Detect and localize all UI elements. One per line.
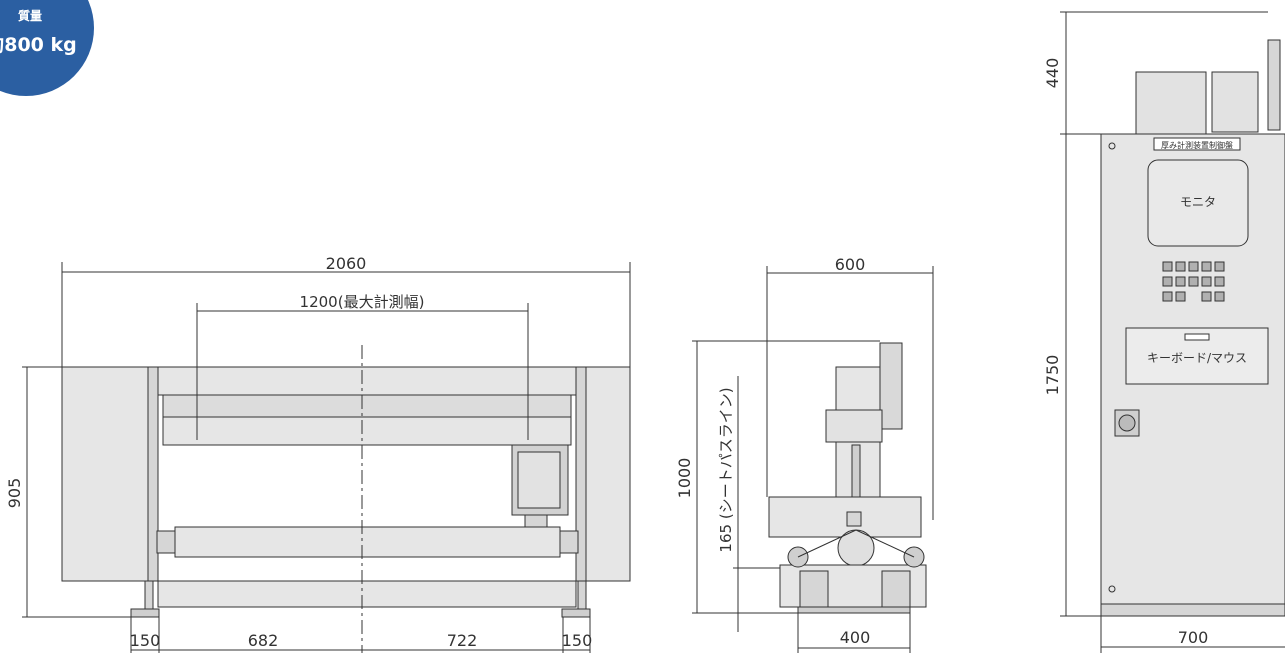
front-left-frame	[61, 366, 149, 582]
control-cabinet	[1100, 39, 1285, 617]
side-table	[768, 496, 922, 538]
weight-value: 約800 kg	[0, 34, 77, 56]
dim-side-top-width: 600	[835, 255, 866, 274]
keyboard-label: キーボード/マウス	[1147, 351, 1247, 365]
front-upper-beam	[157, 366, 577, 396]
monitor-label: モニタ	[1180, 195, 1216, 209]
cabinet-top-box	[1135, 71, 1207, 135]
signal-tower	[1267, 39, 1281, 131]
side-sensor	[879, 342, 903, 430]
dim-side-height: 1000	[675, 458, 694, 499]
dim-right-end: 150	[562, 631, 593, 650]
dim-passline: 165 (シートパスライン)	[717, 387, 735, 552]
monitor-frame	[1147, 159, 1249, 247]
weight-badge: 質量 約800 kg	[0, 0, 94, 96]
dim-side-base-width: 400	[840, 628, 871, 647]
dim-total-width: 2060	[326, 254, 367, 273]
dim-cabinet-width: 700	[1178, 628, 1209, 647]
dim-cabinet-top: 440	[1043, 58, 1062, 89]
front-view	[61, 345, 631, 653]
dim-cabinet-height: 1750	[1043, 355, 1062, 396]
front-dimensions	[22, 262, 631, 653]
nameplate-frame	[1153, 137, 1241, 151]
front-right-frame	[585, 366, 631, 582]
button-panel	[1162, 261, 1225, 302]
dim-left-end: 150	[130, 631, 161, 650]
side-view	[768, 342, 927, 614]
side-dimensions	[692, 266, 934, 653]
dim-left-mid: 682	[248, 631, 279, 650]
cabinet-dimensions	[1060, 11, 1285, 653]
dim-measure-width: 1200(最大計測幅)	[300, 293, 425, 311]
dim-right-mid: 722	[447, 631, 478, 650]
front-roller	[174, 526, 561, 558]
front-base	[157, 580, 577, 608]
cabinet-nameplate: 厚み計測装置制御盤	[1161, 140, 1233, 150]
dim-front-height: 905	[5, 478, 24, 509]
front-sensor-head	[162, 416, 572, 446]
weight-label: 質量	[17, 9, 42, 23]
